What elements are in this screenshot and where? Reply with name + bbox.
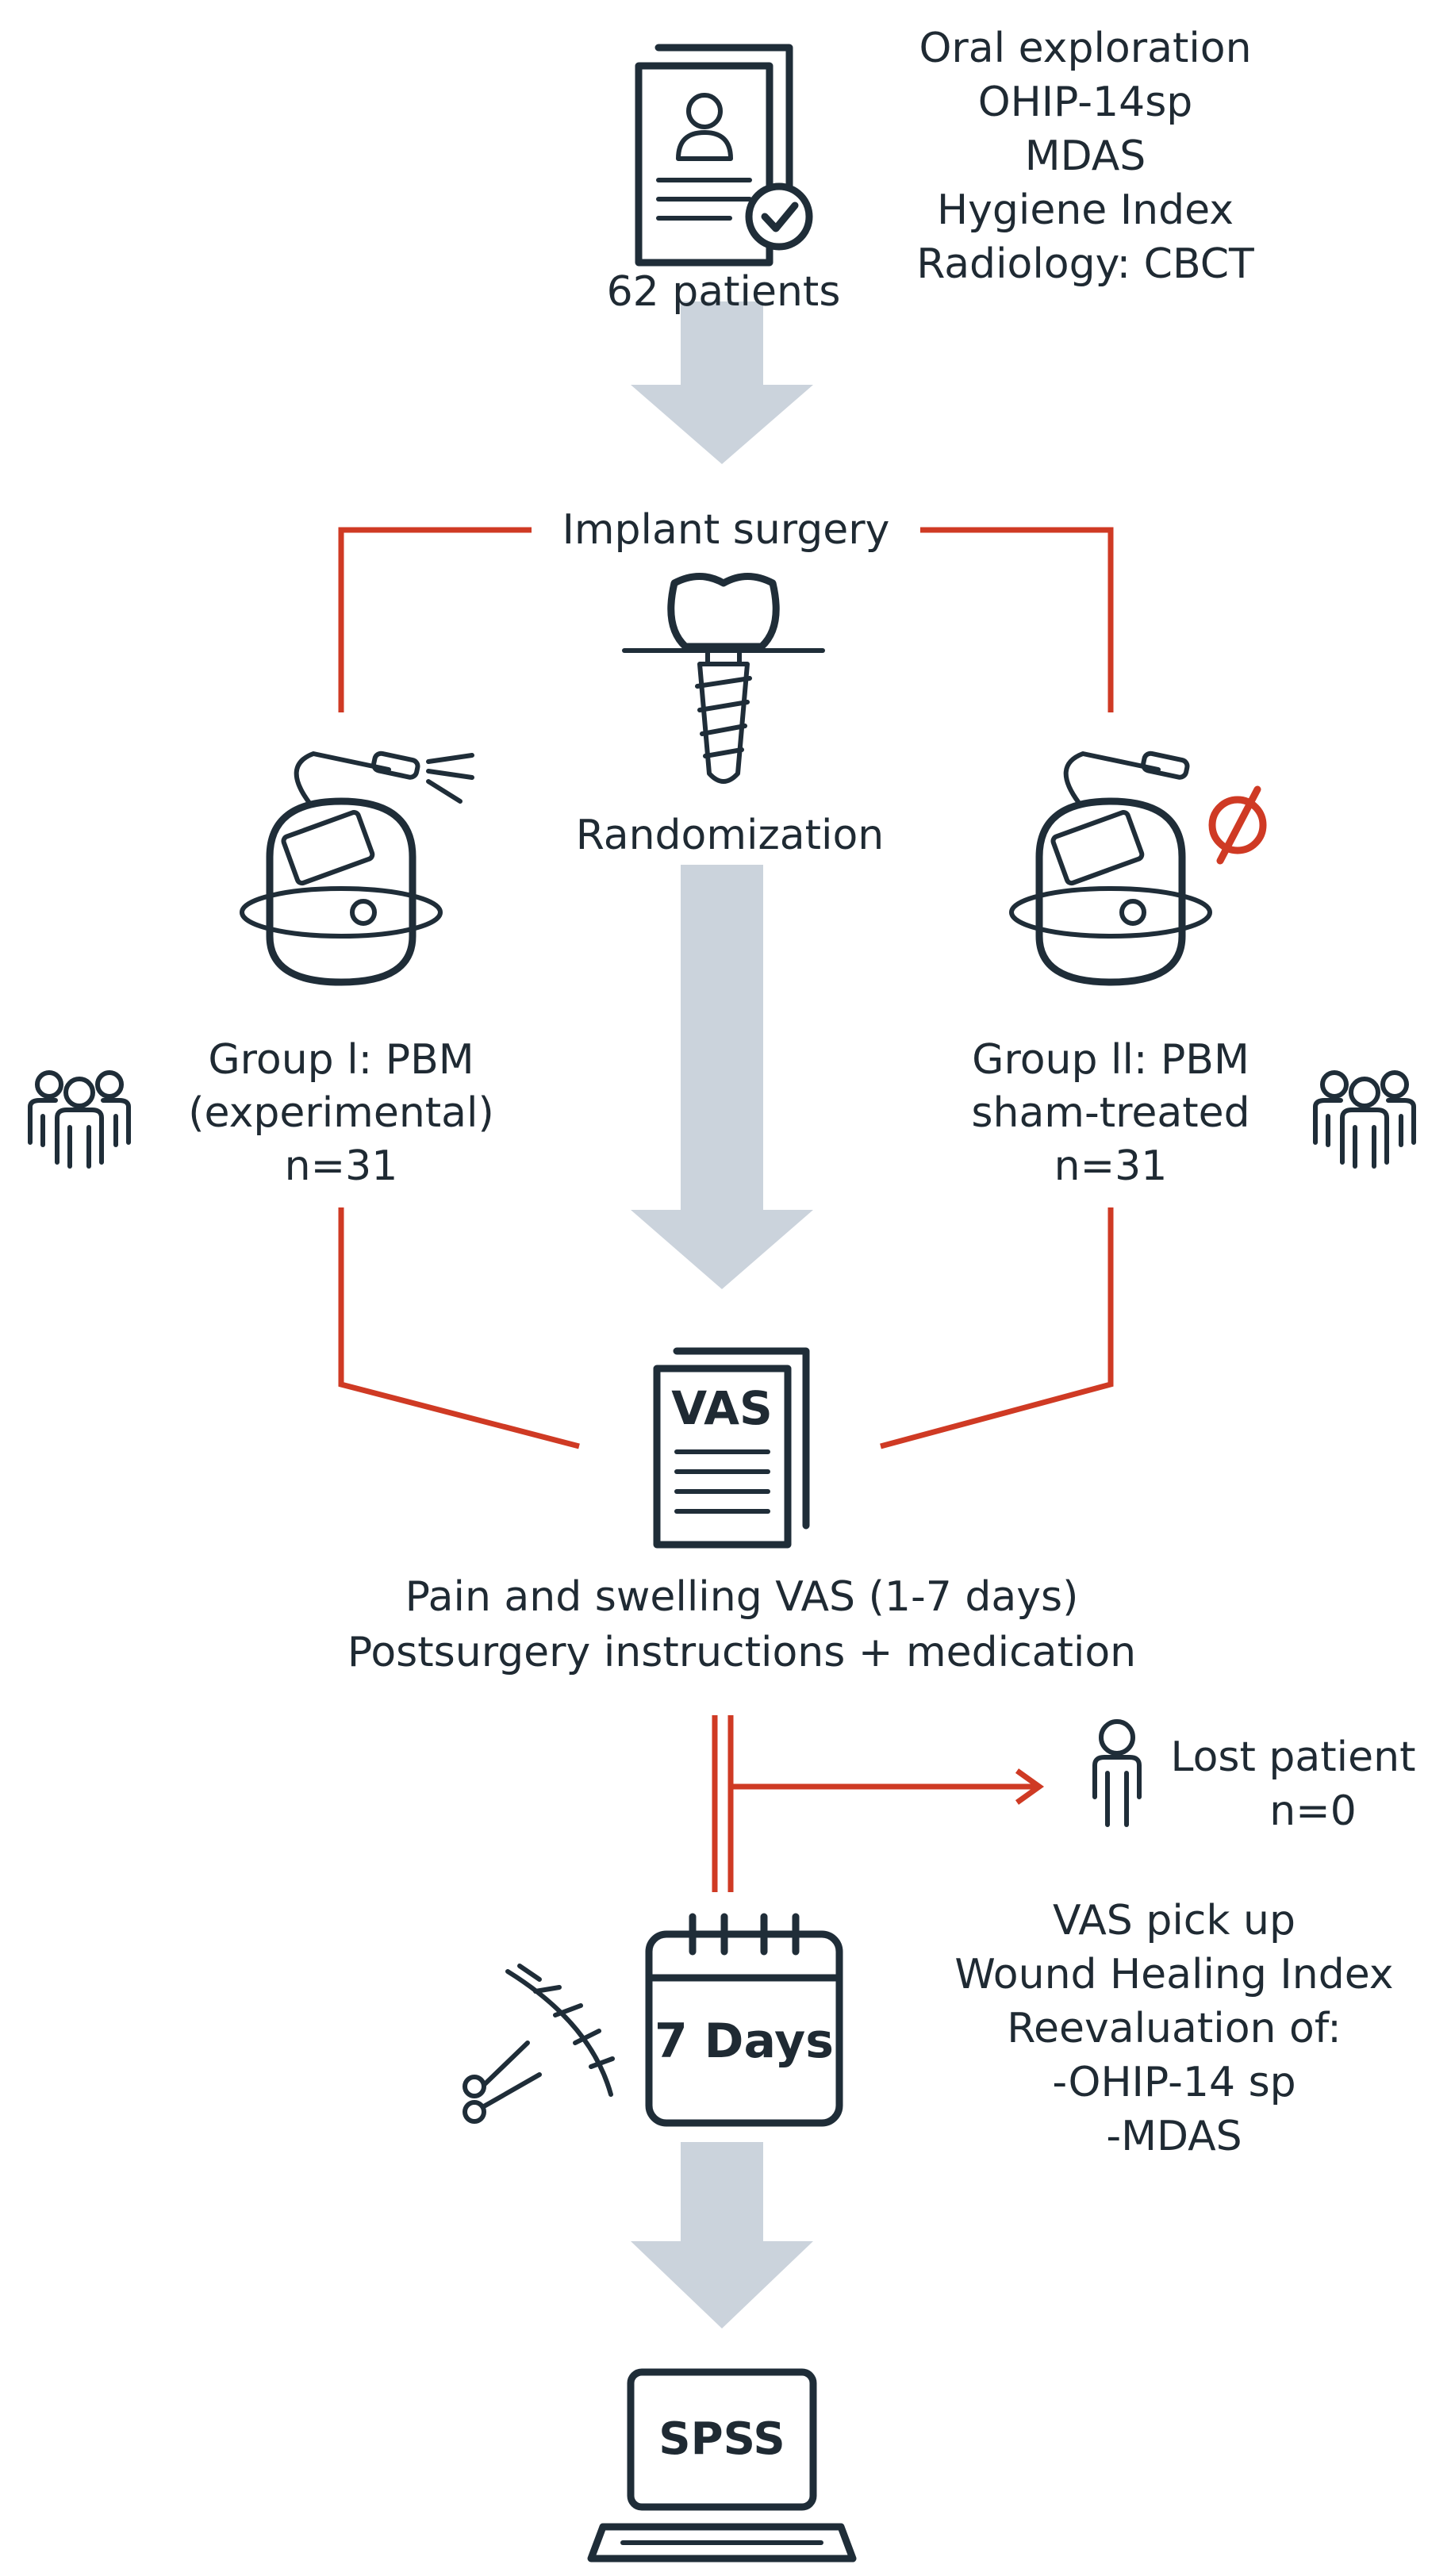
assessment-line: Oral exploration — [919, 25, 1251, 72]
assessment-line: Hygiene Index — [937, 186, 1234, 234]
followup-line: -OHIP-14 sp — [1052, 2059, 1296, 2106]
implant-surgery-label: Implant surgery — [562, 506, 890, 554]
flow-arrow-followup-to-analysis — [631, 2142, 813, 2328]
patient-record-icon — [635, 44, 813, 267]
dental-implant-icon — [622, 573, 825, 784]
laser-device-icon — [240, 751, 474, 986]
patients-count: 62 patients — [607, 268, 841, 316]
vas-document-icon: VAS — [653, 1347, 810, 1549]
vas-doc-label: VAS — [671, 1381, 773, 1435]
vas-line: Pain and swelling VAS (1-7 days) — [405, 1573, 1079, 1621]
laptop-label: SPSS — [658, 2413, 785, 2465]
baseline-assessments: Oral exploration OHIP-14sp MDAS Hygiene … — [916, 25, 1254, 288]
group-2-label: Group ll: PBM sham-treated n=31 — [971, 1036, 1249, 1190]
flow-arrow-randomization-to-vas — [631, 865, 813, 1289]
group-people-icon — [1313, 1070, 1416, 1169]
calendar-icon: 7 Days — [645, 1913, 843, 2127]
sutures-scissors-icon — [463, 1964, 615, 2124]
laptop-icon: SPSS — [587, 2368, 857, 2563]
group-1-line: n=31 — [285, 1142, 398, 1190]
group-2-line: sham-treated — [971, 1089, 1249, 1137]
group-2-line: n=31 — [1054, 1142, 1168, 1190]
followup-line: -MDAS — [1106, 2113, 1242, 2160]
assessment-line: OHIP-14sp — [978, 79, 1193, 126]
connector-groups-to-vas — [338, 1207, 1114, 1449]
assessment-line: MDAS — [1025, 132, 1146, 180]
followup-line: Reevaluation of: — [1007, 2005, 1342, 2052]
person-icon — [1092, 1719, 1142, 1827]
lost-line: Lost patient — [1171, 1733, 1416, 1781]
calendar-label: 7 Days — [654, 2014, 834, 2069]
vas-instructions: Pain and swelling VAS (1-7 days) Postsur… — [347, 1573, 1136, 1676]
group-1-line: Group l: PBM — [208, 1036, 474, 1084]
lost-line: n=0 — [1269, 1787, 1357, 1835]
group-1-label: Group l: PBM (experimental) n=31 — [188, 1036, 494, 1190]
connector-surgery-branches — [338, 527, 1114, 712]
followup-line: VAS pick up — [1053, 1897, 1296, 1944]
group-1-line: (experimental) — [188, 1089, 494, 1137]
randomization-label: Randomization — [576, 812, 885, 859]
group-people-icon — [28, 1070, 131, 1169]
flow-arrow-enrollment-to-surgery — [631, 301, 813, 464]
laser-device-sham-icon — [1009, 751, 1212, 986]
followup-assessments: VAS pick up Wound Healing Index Reevalua… — [954, 1897, 1393, 2160]
followup-line: Wound Healing Index — [954, 1951, 1393, 1998]
group-2-line: Group ll: PBM — [972, 1036, 1249, 1084]
lost-patient-label: Lost patient n=0 — [1171, 1733, 1416, 1835]
connector-vas-to-followup — [712, 1715, 1045, 1892]
assessment-line: Radiology: CBCT — [916, 240, 1254, 288]
laser-off-icon — [1208, 785, 1267, 865]
vas-line: Postsurgery instructions + medication — [347, 1629, 1136, 1676]
